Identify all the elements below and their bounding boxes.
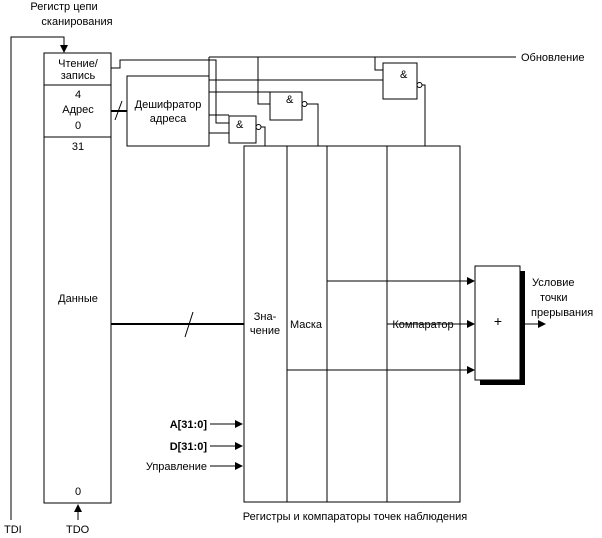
mask-register-label: Маска — [290, 319, 323, 331]
update-tap-gate-2 — [257, 57, 270, 105]
decoder-label-line2: адреса — [150, 113, 187, 125]
scan-register-title-line2: сканирования — [41, 16, 112, 28]
scan-chain-register: Регистр цепи сканирования Чтение/ запись… — [30, 1, 113, 504]
address-field-bottom-bit: 0 — [75, 120, 81, 132]
address-field-label: Адрес — [62, 104, 94, 116]
control-input-label: Управление — [146, 461, 207, 473]
and-gate-mask: & — [269, 91, 319, 146]
gate-mask-output — [307, 103, 319, 146]
update-label: Обновление — [521, 52, 585, 64]
gate-value-output — [261, 126, 266, 146]
tdi-scan-input-line — [10, 36, 68, 520]
breakpoint-condition-line1: Условие — [532, 277, 575, 289]
gate-comparator-output — [422, 84, 426, 146]
address-bus — [111, 100, 127, 121]
address-decoder: Дешифратор адреса — [126, 75, 210, 147]
and-gate-symbol: & — [286, 94, 294, 106]
update-tap-gate-3 — [374, 57, 383, 71]
read-write-label-line1: Чтение/ — [58, 58, 99, 70]
breakpoint-condition-line2: точки — [540, 292, 567, 304]
address-bus-input-label: A[31:0] — [170, 419, 208, 431]
data-field-label: Данные — [58, 293, 98, 305]
and-gate-symbol: & — [236, 119, 244, 131]
scan-register-title-line1: Регистр цепи — [30, 1, 97, 13]
and-gate-comparator: & — [382, 62, 426, 146]
read-write-label-line2: запись — [61, 70, 96, 82]
or-block: + — [474, 265, 525, 385]
data-bus-input-label: D[31:0] — [170, 441, 208, 453]
read-write-control-line — [111, 59, 229, 124]
address-field-top-bit: 4 — [75, 89, 81, 101]
tdi-pin-label: TDI — [4, 524, 22, 536]
and-gate-symbol: & — [400, 69, 408, 81]
comparator-label: Компаратор — [392, 319, 453, 331]
value-register-label-line1: Зна- — [254, 311, 277, 323]
or-symbol: + — [494, 313, 502, 329]
data-field-top-bit: 31 — [72, 141, 84, 153]
decoder-label-line1: Дешифратор — [135, 99, 202, 111]
tdo-pin-label: TDO — [66, 524, 90, 536]
data-field-bottom-bit: 0 — [75, 486, 81, 498]
breakpoint-condition-line3: прерывания — [531, 307, 593, 319]
watchpoint-block: Зна- чение Маска Компаратор Регистры и к… — [243, 145, 467, 523]
value-register-label-line2: чение — [250, 325, 280, 337]
data-bus — [111, 311, 244, 338]
watchpoint-block-caption: Регистры и компараторы точек наблюдения — [243, 511, 467, 523]
update-tap-gate-1 — [208, 57, 229, 116]
and-gate-value: & — [228, 115, 266, 146]
